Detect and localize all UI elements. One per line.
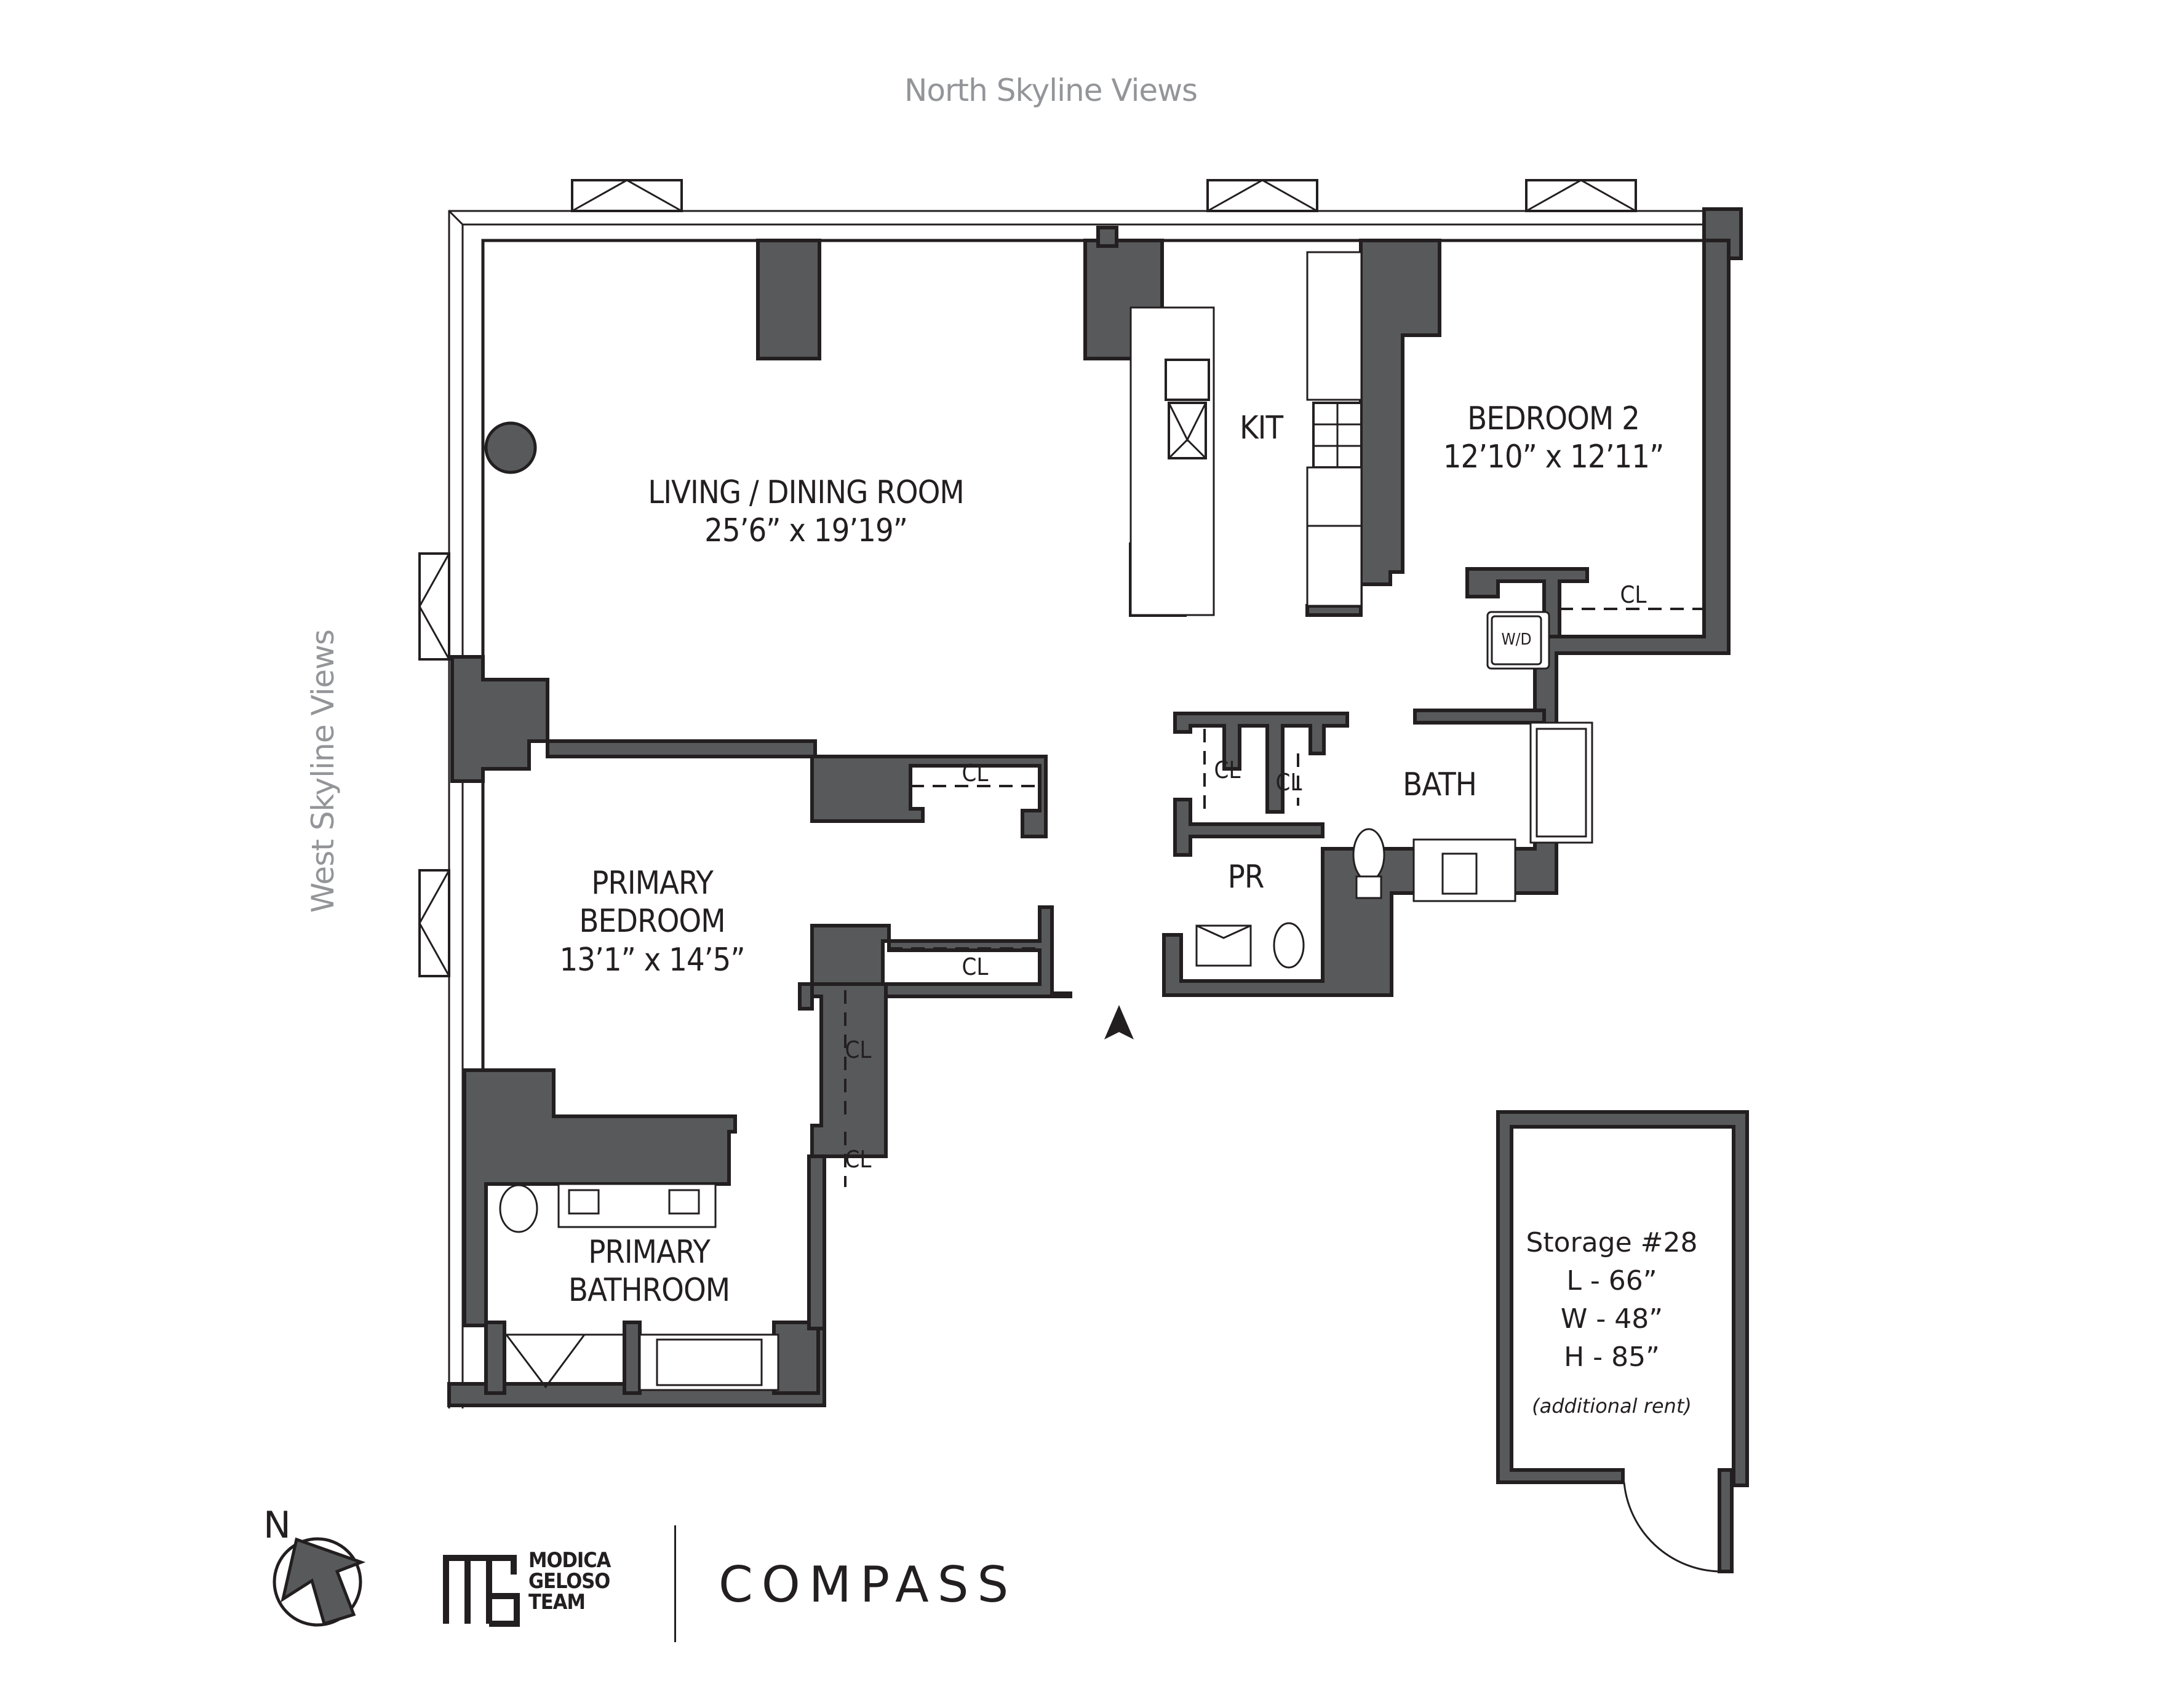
team-name: MODICA GELOSO TEAM	[528, 1548, 611, 1615]
north-skyline-views-label: North Skyline Views	[904, 73, 1198, 108]
dishwasher	[1165, 359, 1210, 401]
storage-width: W - 48”	[1560, 1303, 1663, 1335]
oven-cabinet	[1306, 525, 1363, 607]
logo-divider	[674, 1525, 676, 1642]
north-label: N	[263, 1504, 291, 1547]
closet-dash-lines	[844, 608, 1713, 1187]
storage-note: (additional rent)	[1532, 1394, 1692, 1418]
storage-title: Storage #28	[1526, 1227, 1698, 1258]
entry-arrow-icon	[1104, 1005, 1134, 1039]
pr-toilet	[1273, 922, 1305, 969]
bedroom-2-label: BEDROOM 2 12’10” x 12’11”	[1440, 400, 1667, 477]
kitchen-label: KIT	[1239, 410, 1283, 447]
compass-logo: COMPASS	[719, 1556, 1018, 1613]
exterior-window-frame	[418, 179, 1736, 1408]
bath-label: BATH	[1403, 766, 1477, 803]
north-bay-window	[571, 179, 1637, 212]
storage-door-swing	[1623, 1482, 1720, 1573]
modica-geloso-team-logo: MODICA GELOSO TEAM	[442, 1548, 611, 1615]
bath-toilet	[1352, 828, 1385, 882]
closet-label: CL	[845, 1036, 872, 1063]
room-dimensions: 12’10” x 12’11”	[1443, 439, 1665, 476]
team-name-line2: GELOSO	[528, 1569, 610, 1594]
room-dimensions: 25’6” x 19’19”	[704, 512, 908, 550]
sink	[1168, 402, 1207, 459]
room-name-line1: PRIMARY	[588, 1234, 711, 1271]
closet-label: CL	[1275, 769, 1302, 796]
closet-label: CL	[962, 953, 989, 980]
storage-length: L - 66”	[1566, 1265, 1657, 1297]
room-name-line2: BATHROOM	[568, 1272, 730, 1309]
modica-geloso-logo-icon	[443, 1555, 520, 1627]
team-name-line1: MODICA	[528, 1548, 611, 1573]
room-name-line2: BEDROOM	[579, 903, 725, 940]
living-dining-room-label: LIVING / DINING ROOM 25’6” x 19’19”	[606, 474, 1006, 550]
room-name: BEDROOM 2	[1467, 400, 1640, 437]
west-bay-window	[418, 552, 450, 977]
primary-bathroom-label: PRIMARY BATHROOM	[557, 1233, 741, 1310]
structural-column	[484, 421, 537, 474]
washer-dryer-label: W/D	[1501, 630, 1532, 649]
kitchen-fixtures	[1129, 251, 1363, 616]
primary-toilet	[499, 1184, 538, 1233]
primary-bedroom-label: PRIMARY BEDROOM 13’1” x 14’5”	[554, 864, 751, 979]
closet-label: CL	[845, 1146, 872, 1173]
room-name: LIVING / DINING ROOM	[648, 474, 965, 511]
room-dimensions: 13’1” x 14’5”	[559, 941, 745, 979]
bath-fixtures	[499, 611, 1593, 1391]
bath-sink	[1441, 852, 1478, 895]
pr-sink	[1195, 924, 1252, 967]
closet-label: CL	[962, 760, 989, 787]
west-skyline-views-label: West Skyline Views	[305, 629, 341, 913]
room-name-line1: PRIMARY	[591, 865, 714, 902]
north-compass-icon	[273, 1537, 366, 1627]
team-name-line3: TEAM	[528, 1590, 586, 1615]
storage-label: Storage #28 L - 66” W - 48” H - 85” (add…	[1520, 1224, 1704, 1418]
powder-room-label: PR	[1227, 859, 1265, 896]
storage-height: H - 85”	[1564, 1341, 1660, 1373]
refrigerator	[1306, 251, 1363, 401]
closet-label: CL	[1214, 757, 1241, 784]
closet-label: CL	[1620, 581, 1647, 608]
